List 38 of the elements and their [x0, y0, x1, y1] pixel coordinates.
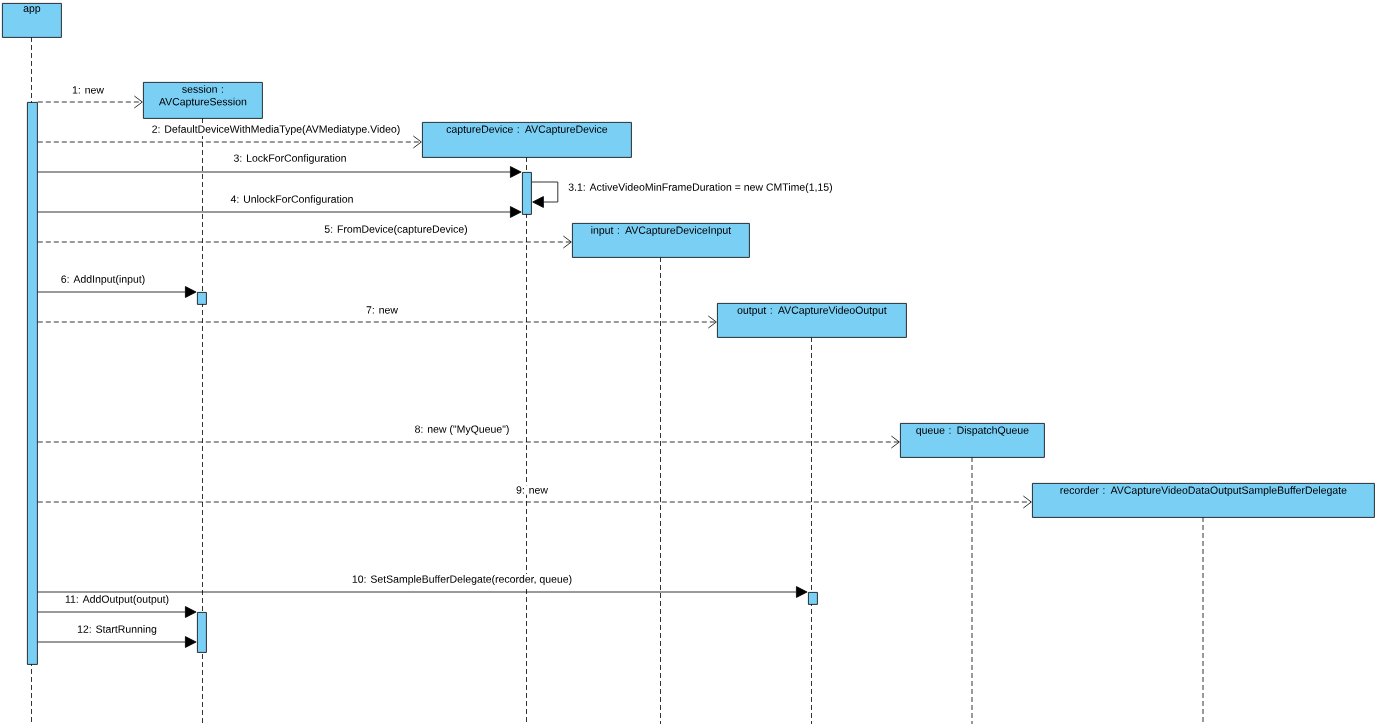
lifeline-head-box: session : AVCaptureSession	[143, 82, 263, 119]
message-arrow	[37, 206, 522, 218]
message-label: 11: AddOutput(output)	[63, 594, 171, 606]
message-arrow	[37, 586, 808, 598]
message-arrow	[37, 315, 717, 329]
activation-bar	[808, 592, 818, 605]
message-arrow	[37, 636, 197, 648]
activation-bar	[197, 292, 207, 305]
message-label: 2: DefaultDeviceWithMediaType(AVMediatype.Video)	[150, 124, 402, 136]
message-label: 7: new	[365, 305, 399, 315]
message-label: 3: LockForConfiguration	[232, 153, 348, 165]
message-arrow	[37, 135, 422, 149]
message-arrow	[37, 166, 522, 178]
lifeline-head-box: output : AVCaptureVideoOutput	[717, 303, 907, 338]
message-label: 8: new ("MyQueue")	[413, 424, 511, 436]
message-label: 3.1: ActiveVideoMinFrameDuration = new CMTime(1,15)	[567, 182, 834, 194]
activation-bar	[27, 102, 38, 665]
message-label: 10: SetSampleBufferDelegate(recorder, queue)	[350, 574, 574, 586]
message-label: 12: StartRunning	[76, 624, 158, 636]
message-arrow	[37, 235, 572, 249]
lifeline-head-box: captureDevice : AVCaptureDevice	[422, 122, 632, 158]
message-arrow	[37, 95, 143, 109]
message-label: 6: AddInput(input)	[59, 274, 147, 286]
message-arrow	[531, 181, 559, 208]
message-label: 1: new	[71, 85, 105, 95]
message-arrow	[37, 606, 197, 618]
activation-bar	[197, 612, 207, 653]
message-arrow	[37, 495, 1032, 509]
activation-bar	[522, 172, 532, 215]
lifeline-head-box: app	[2, 3, 62, 38]
message-arrow	[37, 435, 900, 449]
message-label: 5: FromDevice(captureDevice)	[323, 224, 469, 236]
message-label: 9: new	[515, 485, 549, 495]
lifeline-head-box: input : AVCaptureDeviceInput	[572, 223, 750, 258]
lifeline-head-box: recorder : AVCaptureVideoDataOutputSampleBufferDelegate	[1032, 483, 1375, 518]
message-label: 4: UnlockForConfiguration	[229, 194, 355, 206]
message-arrow	[37, 286, 197, 298]
lifeline-head-box: queue : DispatchQueue	[900, 423, 1045, 458]
